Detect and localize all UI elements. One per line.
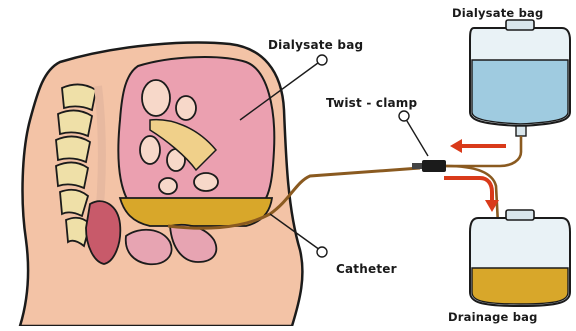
label-catheter: Catheter [336,262,397,276]
label-twist-clamp: Twist - clamp [326,96,417,110]
label-dialysate-bag-body: Dialysate bag [268,38,363,52]
label-dialysate-bag-top: Dialysate bag [452,6,543,20]
twist-clamp [422,160,446,172]
flow-arrows [444,139,506,212]
clamp-connector [412,163,422,169]
drainage-bag [470,210,570,306]
dialysate-bag-top [470,20,570,136]
label-drainage-bag: Drainage bag [448,310,538,324]
inflow-tube [446,136,521,166]
